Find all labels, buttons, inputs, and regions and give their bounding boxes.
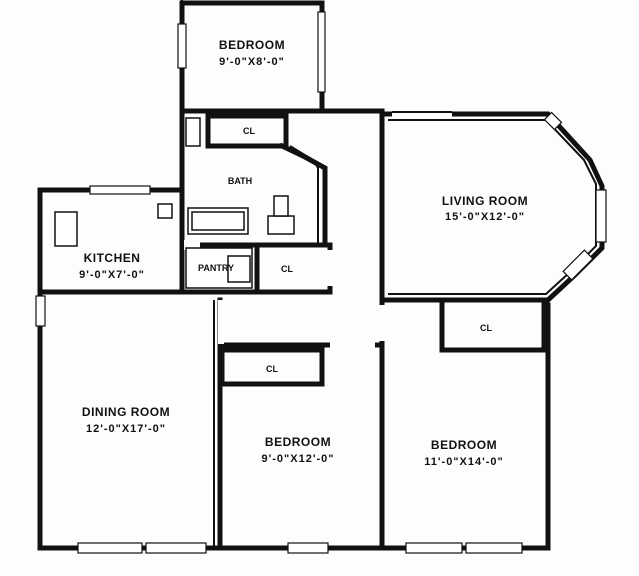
lower-outer-walls	[35, 289, 551, 554]
bedroom-right-dims: 11'-0"X14'-0"	[424, 456, 503, 468]
central-core-walls	[179, 108, 385, 303]
bedroom-middle-name: BEDROOM	[265, 435, 331, 449]
closet-right-label: CL	[480, 323, 492, 333]
room-labels: BEDROOM 9'-0"X8'-0" CL BATH LIVING ROOM …	[79, 38, 528, 468]
dining-room-dims: 12'-0"X17'-0"	[86, 423, 166, 435]
kitchen-walls	[37, 185, 253, 295]
bedroom-top-dims: 9'-0"X8'-0"	[219, 56, 285, 68]
bedroom-middle-dims: 9'-0"X12'-0"	[262, 453, 335, 465]
closet-pantry-label: CL	[281, 264, 293, 274]
living-room-walls	[379, 106, 607, 303]
bath-fixtures	[185, 117, 295, 235]
closet-bath-label: CL	[243, 126, 255, 136]
bedroom-right-name: BEDROOM	[431, 438, 497, 452]
pantry-label: PANTRY	[198, 263, 234, 273]
kitchen-name: KITCHEN	[84, 251, 141, 265]
closet-middle-label: CL	[266, 364, 278, 374]
kitchen-dims: 9'-0"X7'-0"	[79, 269, 145, 281]
dining-room-name: DINING ROOM	[82, 405, 170, 419]
living-room-name: LIVING ROOM	[442, 194, 528, 208]
bath-label: BATH	[228, 176, 252, 186]
living-room-dims: 15'-0"X12'-0"	[445, 211, 525, 223]
bedroom-top-walls	[177, 0, 326, 114]
bedroom-top-name: BEDROOM	[219, 38, 285, 52]
